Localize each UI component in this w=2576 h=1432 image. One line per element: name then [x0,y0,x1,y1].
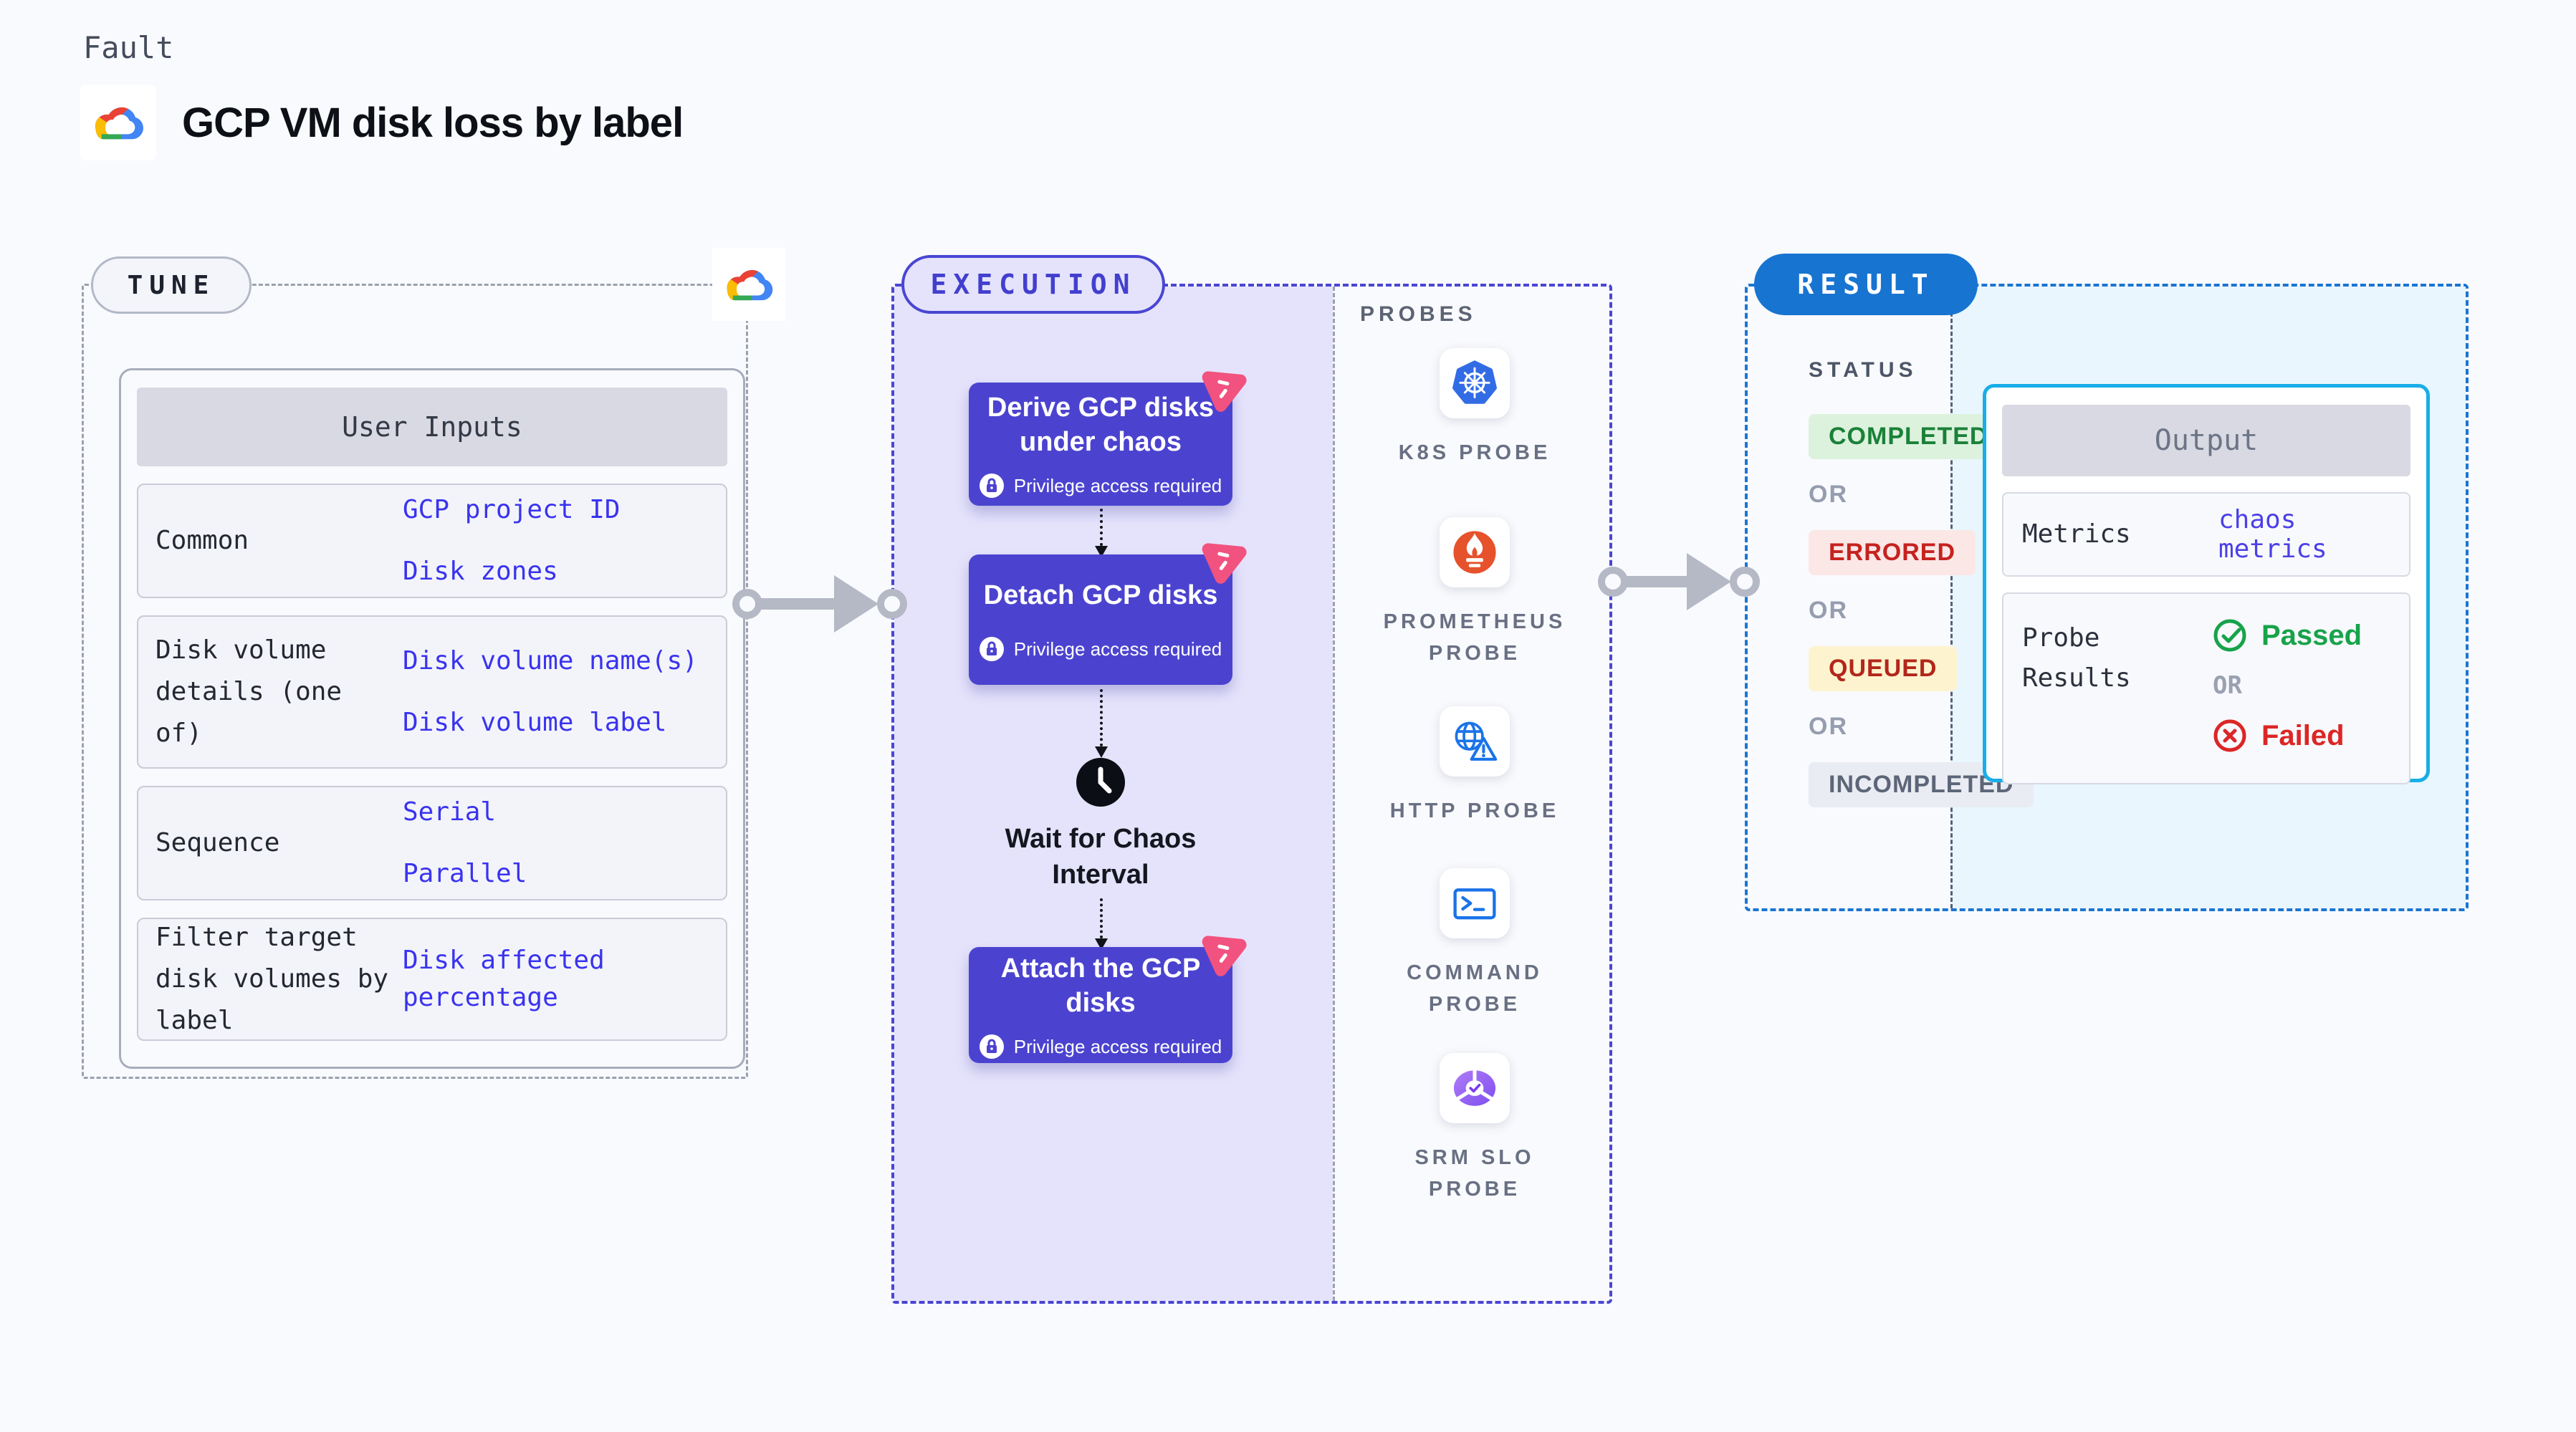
input-value: GCP project ID [403,495,621,524]
execution-to-result-arrow [1598,553,1760,610]
check-circle-icon [2213,619,2246,652]
probe-result-passed: Passed [2213,618,2362,653]
page-title: GCP VM disk loss by label [182,99,684,146]
probes-label: PROBES [1360,302,1477,326]
probe-http: HTTP PROBE [1346,706,1604,827]
tune-to-execution-arrow [732,575,907,633]
lock-icon [979,474,1004,498]
lock-icon [979,637,1004,661]
input-label: Filter target disk volumes by label [155,923,389,1035]
step-derive-gcp-disks: Derive GCP disks under chaos Privilege a… [969,383,1232,506]
step-attach-gcp-disks: Attach the GCP disks Privilege access re… [969,947,1232,1063]
fault-kicker: Fault [83,30,174,65]
status-badge-completed: COMPLETED [1809,414,2008,459]
privilege-note: Privilege access required [979,474,1222,498]
input-value: Disk affected percentage [403,946,605,1012]
step-title: Wait for Chaos Interval [1005,824,1197,890]
status-label: STATUS [1809,358,1917,382]
output-header: Output [2002,405,2410,476]
metrics-label: Metrics [2022,519,2131,549]
metrics-value: chaos metrics [2218,505,2327,564]
status-or: OR [1809,597,1848,624]
status-or: OR [1809,713,1848,740]
step-wait-for-chaos-interval: Wait for Chaos Interval [969,756,1232,893]
tune-section [82,284,748,1079]
input-value: Disk volume label [403,708,667,737]
execution-probes-divider [1333,287,1335,1301]
input-row-disk-volume-details: Disk volume details (one of) Disk volume… [137,615,727,769]
chaos-icon [1197,533,1251,587]
user-inputs-header: User Inputs [137,388,727,466]
output-row-probe-results: Probe Results Passed OR [2002,592,2410,784]
result-divider [1950,287,1953,908]
probe-name: COMMAND PROBE [1407,961,1543,1016]
terminal-icon [1440,868,1510,938]
user-inputs-card: User Inputs Common GCP project ID Disk z… [119,368,745,1069]
status-badge-errored: ERRORED [1809,530,1976,575]
execution-section: Derive GCP disks under chaos Privilege a… [891,284,1612,1304]
flow-arrow [1095,898,1108,950]
probe-result-failed: Failed [2213,719,2362,753]
chaos-icon [1197,926,1251,980]
step-title: Detach GCP disks [983,580,1218,610]
input-row-common: Common GCP project ID Disk zones [137,484,727,598]
input-value: Parallel [403,859,527,888]
privilege-note: Privilege access required [979,637,1222,661]
probe-name: K8S PROBE [1398,441,1551,464]
probe-name: SRM SLO PROBE [1414,1146,1535,1201]
gcp-logo-icon [80,85,156,160]
x-circle-icon [2213,719,2246,752]
output-card: Output Metrics chaos metrics Probe Resul… [1983,384,2430,784]
input-label: Sequence [155,828,280,857]
step-title: Attach the GCP disks [1000,953,1201,1018]
input-value: Disk zones [403,557,558,586]
execution-badge: EXECUTION [901,255,1165,314]
probe-srm-slo: SRM SLO PROBE [1346,1053,1604,1205]
globe-warning-icon [1440,706,1510,777]
input-value: Serial [403,797,497,827]
probe-result-or: OR [2213,671,2242,700]
input-row-sequence: Sequence Serial Parallel [137,786,727,900]
lock-icon [979,1034,1004,1059]
probe-command: COMMAND PROBE [1346,868,1604,1020]
probe-k8s: K8S PROBE [1346,348,1604,468]
kubernetes-icon [1440,348,1510,418]
input-value: Disk volume name(s) [403,646,698,676]
probe-name: PROMETHEUS PROBE [1383,610,1566,665]
result-section: STATUS COMPLETED OR ERRORED OR QUEUED OR… [1745,284,2469,911]
clock-icon [1076,758,1125,807]
flow-arrow [1095,509,1108,557]
input-label: Disk volume details (one of) [155,635,343,748]
result-badge: RESULT [1754,254,1978,315]
gcp-target-icon [712,248,785,321]
probe-name: HTTP PROBE [1389,799,1560,822]
step-detach-gcp-disks: Detach GCP disks Privilege access requir… [969,554,1232,685]
prometheus-icon [1440,517,1510,587]
status-badge-queued: QUEUED [1809,646,1958,691]
input-row-filter-by-label: Filter target disk volumes by label Disk… [137,918,727,1041]
flow-arrow [1095,689,1108,758]
status-or: OR [1809,481,1848,508]
status-column: STATUS COMPLETED OR ERRORED OR QUEUED OR… [1809,358,2034,807]
privilege-note: Privilege access required [979,1034,1222,1059]
step-title: Derive GCP disks under chaos [987,393,1215,457]
input-label: Common [155,526,249,555]
tune-badge: TUNE [91,256,252,314]
slo-donut-check-icon [1440,1053,1510,1123]
output-row-metrics: Metrics chaos metrics [2002,492,2410,577]
probe-results-label: Probe Results [2022,623,2131,693]
probe-prometheus: PROMETHEUS PROBE [1346,517,1604,669]
chaos-icon [1197,361,1251,415]
